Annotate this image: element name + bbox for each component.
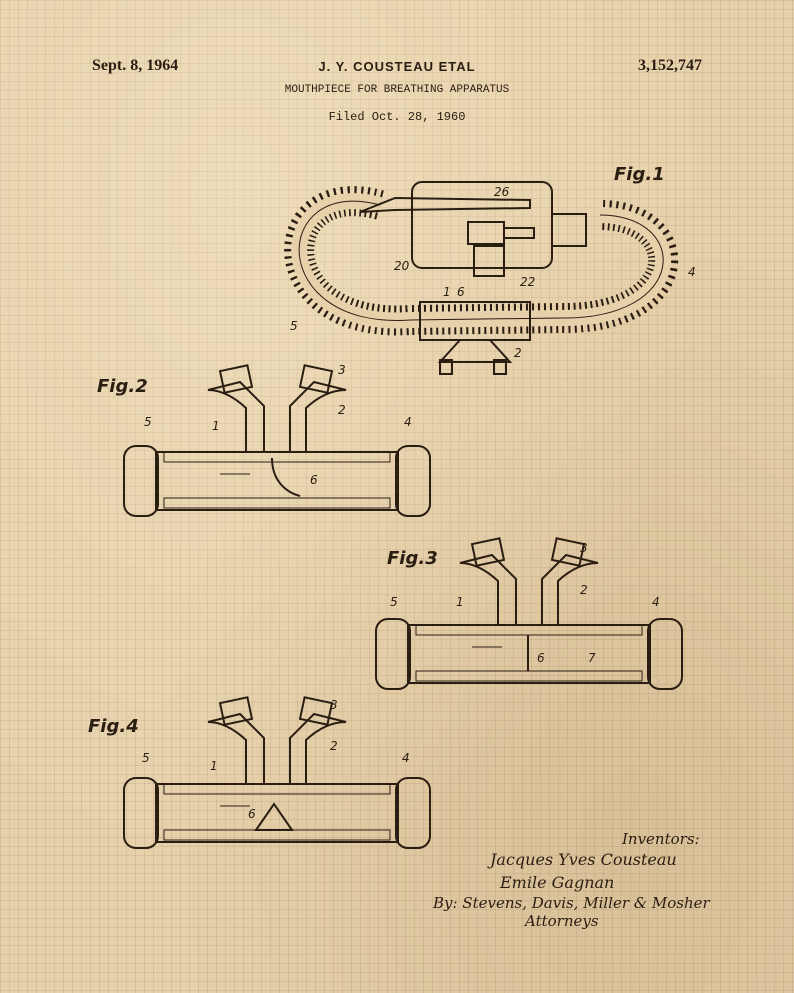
fig2-ref-6: 6 bbox=[310, 473, 318, 487]
fig1-ref-2: 2 bbox=[514, 346, 522, 360]
fig1-regulator-housing bbox=[359, 181, 587, 277]
fig1-ref-26: 26 bbox=[494, 185, 510, 199]
fig4-ref-4: 4 bbox=[402, 751, 410, 765]
fig2-ref-4: 4 bbox=[404, 415, 412, 429]
filed-date: Filed Oct. 28, 1960 bbox=[328, 110, 466, 124]
fig1-ref-4: 4 bbox=[688, 265, 696, 279]
fig4-label: Fig.4 bbox=[88, 716, 139, 737]
fig3-ref-4: 4 bbox=[652, 595, 660, 609]
fig4-ref-1: 1 bbox=[210, 759, 218, 773]
fig3-ref-6: 6 bbox=[537, 651, 545, 665]
inventor-heading: J. Y. COUSTEAU ETAL bbox=[318, 59, 476, 74]
fig1-ref-20: 20 bbox=[394, 259, 410, 273]
fig4-ref-2: 2 bbox=[330, 739, 338, 753]
fig1-ref-1: 1 bbox=[443, 285, 451, 299]
fig1-ref-6: 6 bbox=[457, 285, 465, 299]
fig4-ref-6: 6 bbox=[248, 807, 256, 821]
attorneys-label: Attorneys bbox=[525, 912, 599, 930]
fig2-ref-5: 5 bbox=[144, 415, 152, 429]
fig4-ref-5: 5 bbox=[142, 751, 150, 765]
attorney-line: By: Stevens, Davis, Miller & Mosher bbox=[433, 894, 710, 912]
fig1-label: Fig.1 bbox=[614, 164, 665, 185]
fig2-ref-1: 1 bbox=[212, 419, 220, 433]
fig3-label: Fig.3 bbox=[387, 548, 438, 569]
fig3-ref-5: 5 bbox=[390, 595, 398, 609]
fig1-ref-22: 22 bbox=[520, 275, 535, 289]
fig1-ref-5: 5 bbox=[290, 319, 298, 333]
fig2-label: Fig.2 bbox=[97, 376, 148, 397]
patent-date: Sept. 8, 1964 bbox=[92, 57, 179, 74]
patent-number: 3,152,747 bbox=[638, 57, 702, 74]
fig3-ref-7: 7 bbox=[588, 651, 596, 665]
inventor-signature-1: Jacques Yves Cousteau bbox=[490, 850, 677, 869]
inventors-label: Inventors: bbox=[622, 830, 700, 848]
fig3-ref-3: 3 bbox=[580, 541, 588, 555]
fig2-ref-3: 3 bbox=[338, 363, 346, 377]
fig1-hose-loop bbox=[284, 186, 679, 336]
fig3-ref-2: 2 bbox=[580, 583, 588, 597]
fig1-mouthpiece bbox=[419, 301, 531, 375]
fig4-ref-3: 3 bbox=[330, 698, 338, 712]
fig2-ref-2: 2 bbox=[338, 403, 346, 417]
fig3-ref-1: 1 bbox=[456, 595, 464, 609]
patent-title: MOUTHPIECE FOR BREATHING APPARATUS bbox=[284, 84, 510, 96]
inventor-signature-2: Emile Gagnan bbox=[500, 873, 615, 892]
